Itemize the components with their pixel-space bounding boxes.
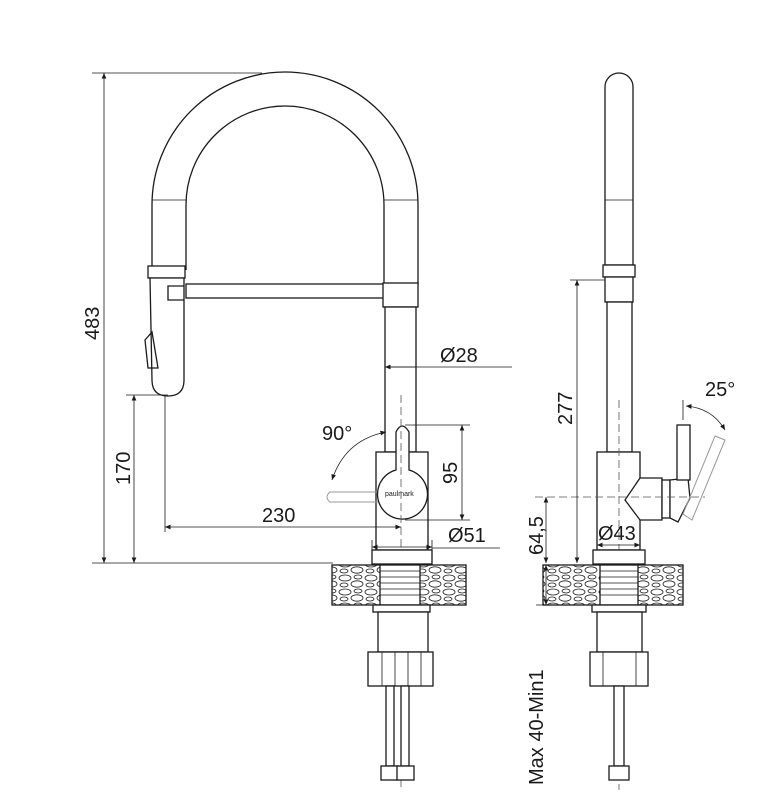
- dim-95: 95: [440, 462, 462, 484]
- dim-body-diameter: Ø43: [598, 523, 636, 545]
- thread: [379, 564, 421, 606]
- hose-right: [400, 685, 410, 767]
- hose-arc: [151, 71, 419, 285]
- spray-head-side: [604, 276, 634, 303]
- base-ring: [371, 549, 433, 565]
- dim-64-5: 64,5: [526, 516, 548, 555]
- dim-countertop: Max 40-Min1: [526, 669, 548, 785]
- side-lever: [676, 424, 691, 481]
- side-lever-ghost: [682, 435, 726, 521]
- spray-head: [149, 277, 185, 397]
- handle-hub: [624, 477, 663, 521]
- dim-base-diameter: Ø51: [448, 525, 486, 547]
- spray-holder-bar: [185, 283, 385, 299]
- dim-tube-diameter: Ø28: [440, 345, 478, 367]
- shank: [377, 611, 429, 653]
- dim-230: 230: [262, 505, 295, 527]
- lever-rotated-ghost: [326, 491, 380, 503]
- collar: [382, 282, 419, 308]
- spout: [604, 72, 634, 266]
- spray-collar: [147, 265, 186, 279]
- dim-90-degree: 90°: [322, 423, 352, 445]
- dim-170: 170: [113, 452, 135, 485]
- body-tube-side: [606, 301, 633, 453]
- dim-483: 483: [82, 307, 104, 340]
- hose-left: [385, 685, 395, 767]
- mounting-nut: [367, 651, 434, 687]
- side-view: 277 64,5 Max 40-Min1 Ø43 25°: [526, 72, 735, 790]
- dim-277: 277: [555, 392, 577, 425]
- dim-25-degree: 25°: [705, 379, 735, 401]
- lever: [376, 425, 429, 520]
- brand-label: paulmark: [385, 491, 414, 498]
- front-view: paulmark 483 170 230 Ø28 95 Ø51 90°: [82, 71, 512, 790]
